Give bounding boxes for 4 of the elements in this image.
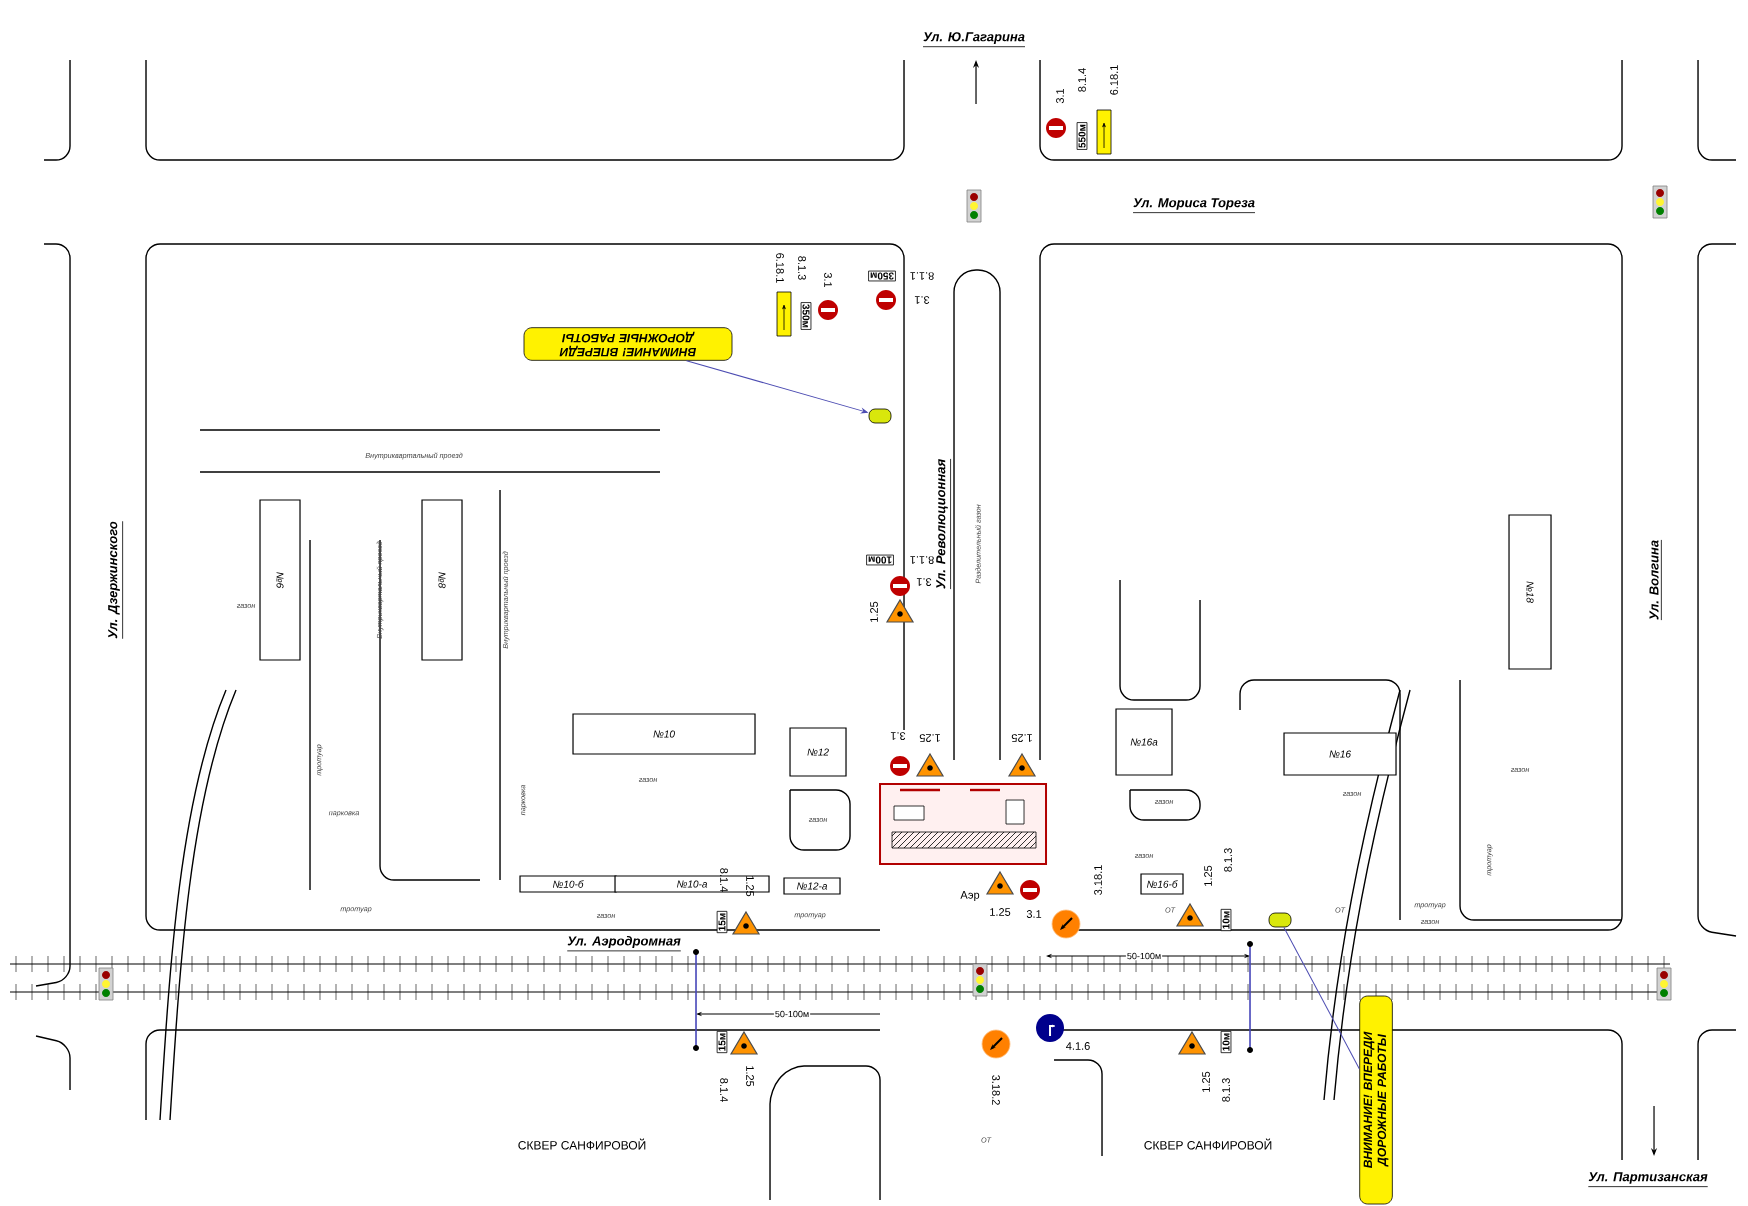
signal-lamp xyxy=(1268,912,1292,928)
leader-line xyxy=(1283,926,1360,1070)
leader-line xyxy=(686,360,868,414)
signal-lamp xyxy=(868,408,892,424)
